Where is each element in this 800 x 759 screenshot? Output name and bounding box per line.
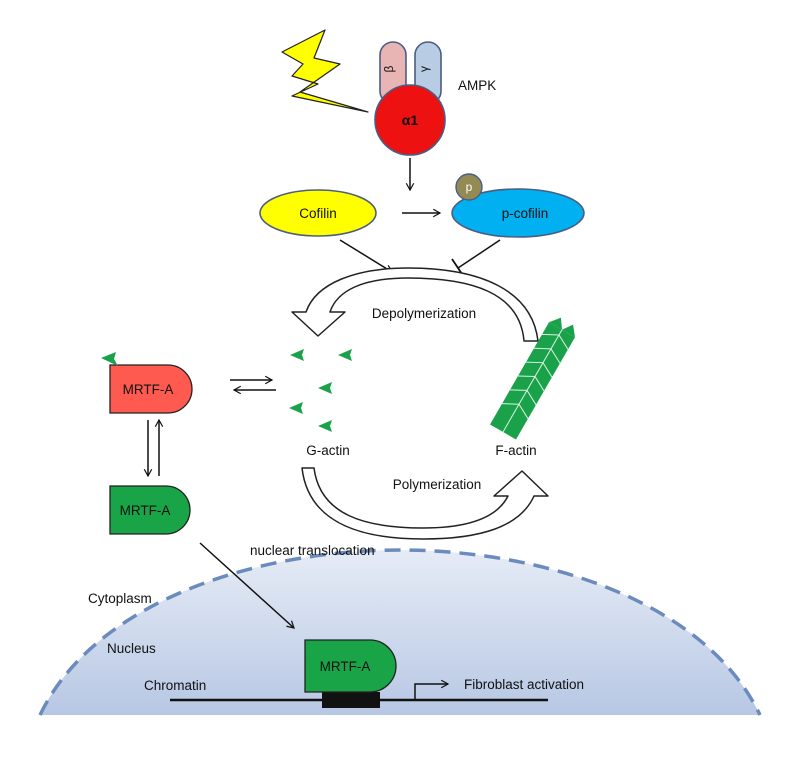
mrtf-a-nuclear-label: MRTF-A	[320, 659, 371, 674]
g-actin-monomer-icon	[338, 349, 352, 361]
ampk-alpha1-subunit	[374, 84, 446, 156]
mrtf-a-green-node: MRTF-A	[109, 485, 191, 535]
lightning-bolt-icon	[281, 29, 369, 113]
transcription-arrow	[414, 679, 450, 700]
mrtf-a-nuclear-node: MRTF-A	[304, 639, 397, 693]
nuclear-translocation-label: nuclear translocation	[250, 543, 375, 558]
phospho-label: p	[466, 180, 473, 194]
mrtf-g-actin-equilibrium	[230, 375, 276, 395]
ampk-gamma-label: γ	[417, 66, 431, 72]
g-actin-monomer-icon	[318, 420, 332, 432]
p-cofilin-node	[451, 188, 585, 238]
mrtf-a-green-label: MRTF-A	[120, 503, 171, 518]
nucleus-label: Nucleus	[107, 641, 156, 656]
ampk-alpha1-label: α1	[402, 112, 419, 128]
ampk-beta-label: β	[382, 65, 396, 72]
cofilin-node	[259, 189, 377, 237]
g-actin-label: G-actin	[306, 443, 350, 458]
nuclear-envelope	[38, 548, 762, 716]
g-actin-monomers	[289, 349, 352, 432]
polymerization-arrow	[301, 467, 549, 540]
nucleus	[38, 548, 762, 716]
g-actin-monomer-icon	[318, 382, 332, 394]
g-actin-monomer-icon	[290, 349, 304, 361]
p-cofilin-label: p-cofilin	[502, 206, 549, 221]
bound-g-actin-icon	[101, 352, 118, 366]
polymerization-label: Polymerization	[393, 477, 482, 492]
phospho-group-icon	[455, 173, 483, 201]
mrtf-red-green-equilibrium	[143, 418, 164, 478]
depolymerization-arrow	[291, 267, 539, 342]
f-actin-label: F-actin	[495, 443, 536, 458]
p-cofilin-inhibits	[451, 239, 501, 278]
cytoplasm-label: Cytoplasm	[88, 591, 152, 606]
cofilin-label: Cofilin	[299, 206, 337, 221]
chromatin-label: Chromatin	[144, 678, 206, 693]
ampk-complex: β γ α1 AMPK	[374, 41, 496, 156]
promoter-binding-site	[322, 692, 380, 708]
mrtf-a-red-label: MRTF-A	[123, 382, 174, 397]
nuclear-translocation-arrow	[199, 542, 295, 629]
depolymerization-label: Depolymerization	[372, 306, 476, 321]
cofilin-promotes-arrow	[339, 239, 394, 273]
fibroblast-activation-label: Fibroblast activation	[464, 677, 584, 692]
g-actin-monomer-icon	[289, 402, 303, 414]
ampk-label: AMPK	[458, 78, 496, 93]
f-actin-filament-icon	[490, 317, 575, 440]
mrtf-a-red-node: MRTF-A	[101, 352, 193, 414]
